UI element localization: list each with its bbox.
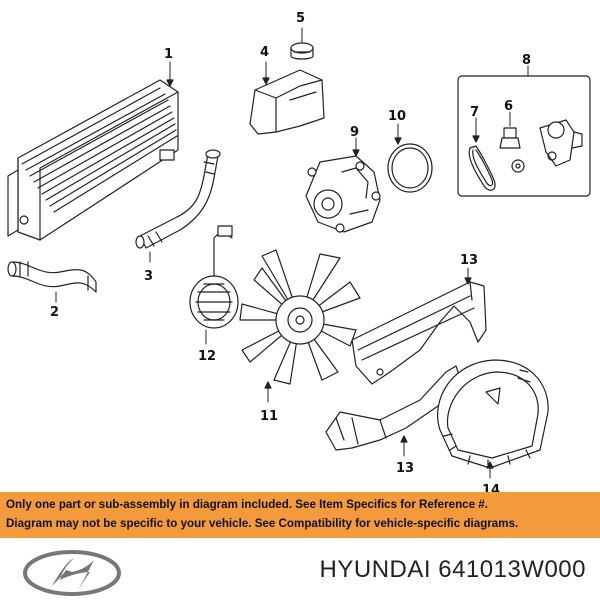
disclaimer-line-1: Only one part or sub-assembly in diagram… — [6, 498, 488, 511]
reservoir-cap-part — [290, 42, 314, 60]
brand-name: HYUNDAI — [319, 556, 432, 583]
callout-9: 9 — [350, 125, 359, 140]
fan-blade-part — [239, 249, 361, 385]
upper-fan-shroud-part — [351, 281, 487, 385]
fan-clutch-part — [189, 225, 239, 329]
callout-12: 12 — [198, 349, 216, 364]
disclaimer-banner: Only one part or sub-assembly in diagram… — [0, 492, 600, 538]
footer: HYUNDAI 641013W000 — [0, 540, 600, 600]
coolant-reservoir-part — [249, 69, 325, 135]
callout-10: 10 — [388, 109, 406, 124]
callout-2: 2 — [50, 305, 59, 320]
callout-8: 8 — [522, 53, 531, 68]
radiator-part — [7, 79, 179, 241]
upper-hose-part — [135, 149, 221, 249]
thermostat-housing-kit — [457, 75, 591, 197]
callout-7: 7 — [470, 105, 479, 120]
water-pump-part — [305, 155, 381, 233]
callout-13-upper: 13 — [460, 253, 478, 268]
water-pump-gasket-part — [387, 143, 433, 193]
callout-1: 1 — [164, 47, 173, 62]
product-label: HYUNDAI 641013W000 — [320, 556, 586, 584]
hyundai-logo-icon — [23, 550, 121, 596]
callout-5: 5 — [296, 11, 305, 26]
temperature-sensor-part — [499, 127, 525, 173]
callout-3: 3 — [144, 269, 153, 284]
fan-shroud-ring-part — [437, 359, 549, 469]
callout-11: 11 — [260, 409, 278, 424]
callout-13-lower: 13 — [396, 461, 414, 476]
part-number: 641013W000 — [438, 556, 586, 583]
disclaimer-line-2: Diagram may not be specific to your vehi… — [6, 517, 519, 530]
gasket-part — [468, 145, 496, 191]
parts-diagram: 1 2 3 4 5 6 7 8 9 10 11 12 13 13 14 — [7, 11, 591, 498]
callout-4: 4 — [260, 45, 269, 60]
lower-hose-part — [7, 261, 97, 293]
callout-6: 6 — [504, 99, 513, 114]
